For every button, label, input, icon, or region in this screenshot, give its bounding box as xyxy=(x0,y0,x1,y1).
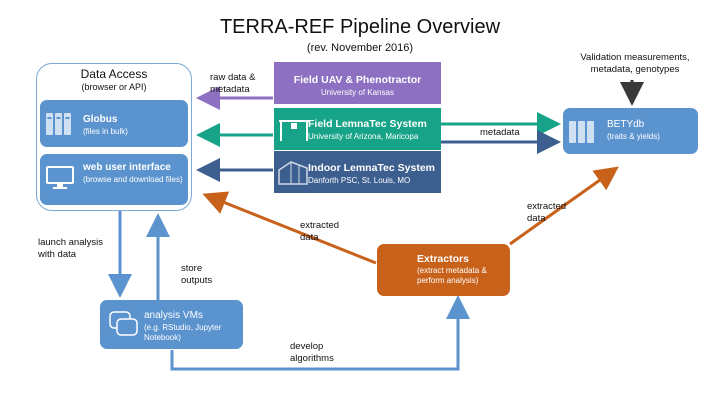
label-raw-data: raw data & metadata xyxy=(210,72,256,95)
label-develop-algorithms: develop algorithms xyxy=(290,341,334,364)
database-icon xyxy=(569,121,594,143)
globus-box[interactable]: Globus (files in bulk) xyxy=(40,100,188,147)
source-uav-title: Field UAV & Phenotractor xyxy=(293,74,422,86)
analysis-vms-title: analysis VMs xyxy=(144,310,203,321)
monitor-icon xyxy=(46,166,74,189)
web-ui-subtitle: (browse and download files) xyxy=(83,175,183,184)
diagram-title: TERRA-REF Pipeline Overview xyxy=(219,16,501,38)
greenhouse-icon xyxy=(278,161,308,185)
source-indoor-title: Indoor LemnaTec System xyxy=(308,162,436,174)
source-indoor-box[interactable]: Indoor LemnaTec System Danforth PSC, St.… xyxy=(274,151,441,193)
label-store-outputs: store outputs xyxy=(181,263,213,286)
globus-title: Globus xyxy=(83,114,118,125)
label-extracted-data-right: extracted data xyxy=(527,201,567,224)
globus-subtitle: (files in bulk) xyxy=(83,127,128,136)
diagram-subtitle: (rev. November 2016) xyxy=(306,42,414,54)
data-access-subtitle: (browser or API) xyxy=(81,82,147,92)
source-uav-subtitle: University of Kansas xyxy=(321,88,394,97)
label-launch-analysis: launch analysis with data xyxy=(38,237,103,260)
source-field-box[interactable]: Field LemnaTec System University of Ariz… xyxy=(274,108,441,150)
validation-label: Validation measurements, metadata, genot… xyxy=(580,52,690,75)
source-uav-box[interactable]: Field UAV & Phenotractor University of K… xyxy=(274,62,441,104)
extractors-subtitle: (extract metadata & perform analysis) xyxy=(417,266,487,285)
extractors-title: Extractors xyxy=(417,253,469,265)
analysis-vms-subtitle: (e.g. RStudio, Jupyter Notebook) xyxy=(144,323,222,342)
arrow-extractors-to-access xyxy=(202,191,377,265)
source-field-title: Field LemnaTec System xyxy=(308,118,427,130)
analysis-vms-box[interactable]: analysis VMs (e.g. RStudio, Jupyter Note… xyxy=(100,300,243,349)
source-field-subtitle: University of Arizona, Maricopa xyxy=(308,132,419,141)
betydb-title: BETYdb xyxy=(607,119,645,130)
windows-stack-icon xyxy=(109,311,138,336)
web-ui-title: web user interface xyxy=(83,162,171,173)
web-ui-box[interactable]: web user interface (browse and download … xyxy=(40,154,188,205)
arrow-extractors-to-betydb xyxy=(509,166,619,246)
extractors-box[interactable]: Extractors (extract metadata & perform a… xyxy=(377,244,510,296)
data-access-title: Data Access xyxy=(80,67,148,81)
label-metadata: metadata xyxy=(480,127,520,138)
arrow-develop-algorithms xyxy=(170,295,470,371)
server-icon xyxy=(46,113,71,135)
betydb-box[interactable]: BETYdb (traits & yields) xyxy=(563,108,698,154)
source-indoor-subtitle: Danforth PSC, St. Louis, MO xyxy=(308,176,411,185)
label-extracted-data-left: extracted data xyxy=(300,220,340,243)
betydb-subtitle: (traits & yields) xyxy=(607,132,660,141)
gantry-icon xyxy=(279,120,309,141)
